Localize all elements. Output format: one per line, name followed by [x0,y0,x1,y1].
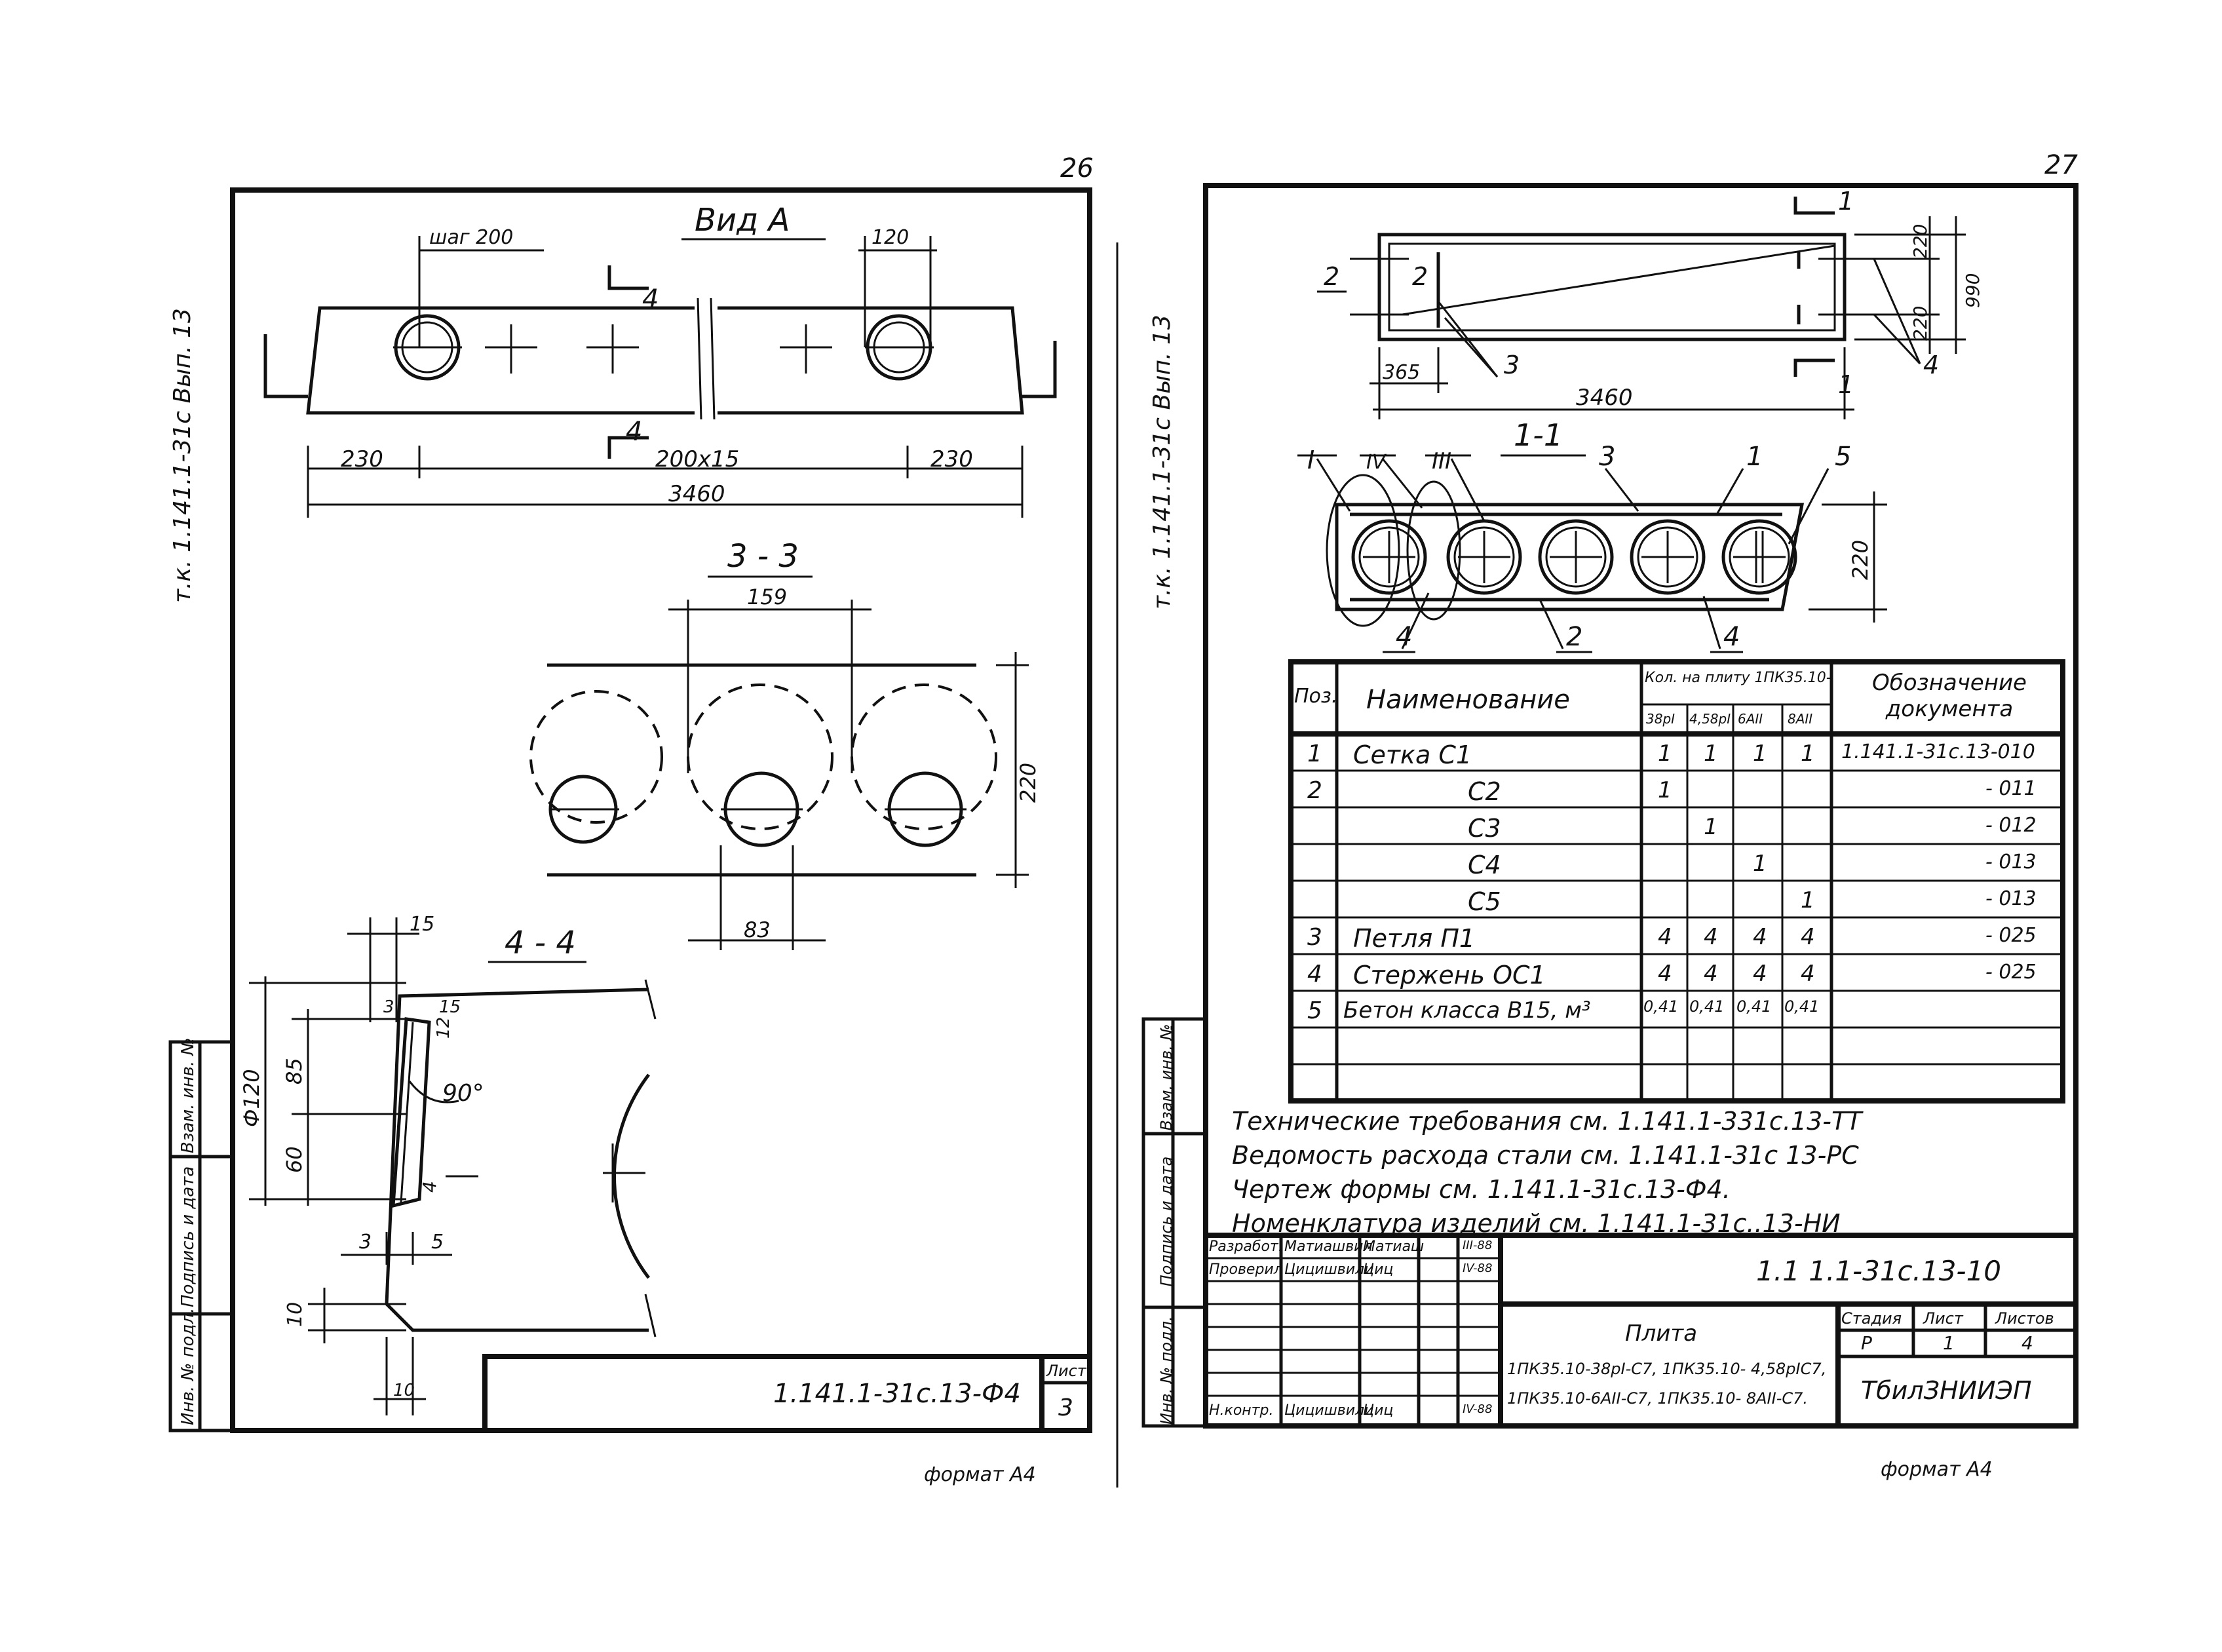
dim-15-top: 15 [410,913,434,936]
plan-label-2-outside: 2 [1324,262,1339,291]
left-sheet-label: Лист [1046,1362,1087,1380]
section-3-title: 3 - 3 [727,538,799,575]
dim-120: 120 [872,226,909,249]
callout-I: I [1307,446,1314,474]
section-4-4: 4 - 4 15 15 3 12 90° 4 [239,913,657,1415]
dim-200x15: 200x15 [655,446,739,472]
section-4-title: 4 - 4 [505,925,576,961]
left-stamp-replace: Взам. инв. № [178,1037,198,1153]
plan-view: 1 1 2 2 3 4 365 3460 220 [1317,187,1983,419]
dim-10-bottom: 10 [393,1381,415,1400]
plan-label-2-inside: 2 [1412,262,1428,291]
section-1-1-dim-220: 220 [1848,540,1873,580]
dim-3460-left: 3460 [668,481,725,507]
left-side-label: т.к. 1.141.1-31с Вып. 13 [169,308,196,603]
left-page-number: 26 [1060,153,1094,183]
plan-section-1-bottom: 1 [1838,370,1854,399]
dim-159: 159 [747,585,787,609]
plan-dim-3460: 3460 [1576,385,1633,411]
spec-table [1288,659,2065,1104]
left-stamp-signature: Подпись и дата [178,1166,198,1307]
pitch-label: шаг 200 [429,226,513,249]
left-drawing-code: 1.141.1-31с.13-Ф4 [773,1379,1021,1409]
right-side-label: т.к. 1.141.1-31с Вып. 13 [1149,315,1176,609]
dim-85: 85 [282,1058,307,1085]
left-stamp-columns: Инв. № подл. Подпись и дата Взам. инв. № [168,1037,235,1432]
dim-230-right: 230 [930,446,973,472]
dim-3-bottom: 3 [359,1231,372,1254]
dim-5: 5 [431,1231,444,1254]
dim-3: 3 [383,997,394,1017]
dim-15: 15 [439,997,461,1017]
plan-dim-220-top: 220 [1909,224,1931,259]
section-4-bottom: 4 [626,417,642,447]
plan-dim-365: 365 [1383,361,1420,384]
left-sheet-number: 3 [1058,1394,1073,1421]
dim-10-left: 10 [284,1302,307,1327]
dim-83: 83 [744,917,771,942]
section-3-3: 3 - 3 159 220 83 [529,538,1041,950]
plan-label-4: 4 [1923,351,1939,379]
dim-60: 60 [282,1146,307,1173]
plan-dim-220-bottom: 220 [1909,306,1931,341]
semicircle-void [612,1073,650,1279]
left-title-block: 1.141.1-31с.13-Ф4 Лист 3 [482,1354,1092,1433]
right-page-number: 27 [2044,150,2078,180]
left-format-label: формат А4 [924,1463,1036,1486]
plan-outline [1377,233,1847,341]
callout-3: 3 [1599,442,1615,472]
section-1-1-outline [1335,503,1805,611]
left-stamp-inv: Инв. № подл. [178,1308,198,1425]
plan-label-3: 3 [1504,351,1520,379]
section-1-1: 1-1 I IV [1297,417,1887,653]
angle-90: 90° [442,1080,484,1107]
plan-section-1-top: 1 [1838,187,1854,216]
dim-230-left: 230 [341,446,383,472]
callout-2: 2 [1566,622,1582,652]
right-sheet: 27 т.к. 1.141.1-31с Вып. 13 1 1 2 2 3 [1149,150,2078,1429]
dim-12: 12 [434,1017,453,1039]
callout-4-right: 4 [1723,622,1740,652]
callout-III: III [1432,448,1451,474]
dim-220-section3: 220 [1016,763,1041,803]
plan-dim-990: 990 [1962,273,1983,308]
callout-5: 5 [1835,442,1851,472]
callout-1: 1 [1746,442,1763,472]
dim-phi120: Ф120 [239,1069,264,1127]
section-1-1-title: 1-1 [1514,417,1563,453]
dim-4: 4 [419,1181,440,1193]
view-a-title: Вид А [695,202,790,239]
view-a: Вид А шаг 200 120 4 4 [263,202,1057,518]
left-sheet: 26 т.к. 1.141.1-31с Вып. 13 Вид А шаг 20… [168,153,1094,1486]
